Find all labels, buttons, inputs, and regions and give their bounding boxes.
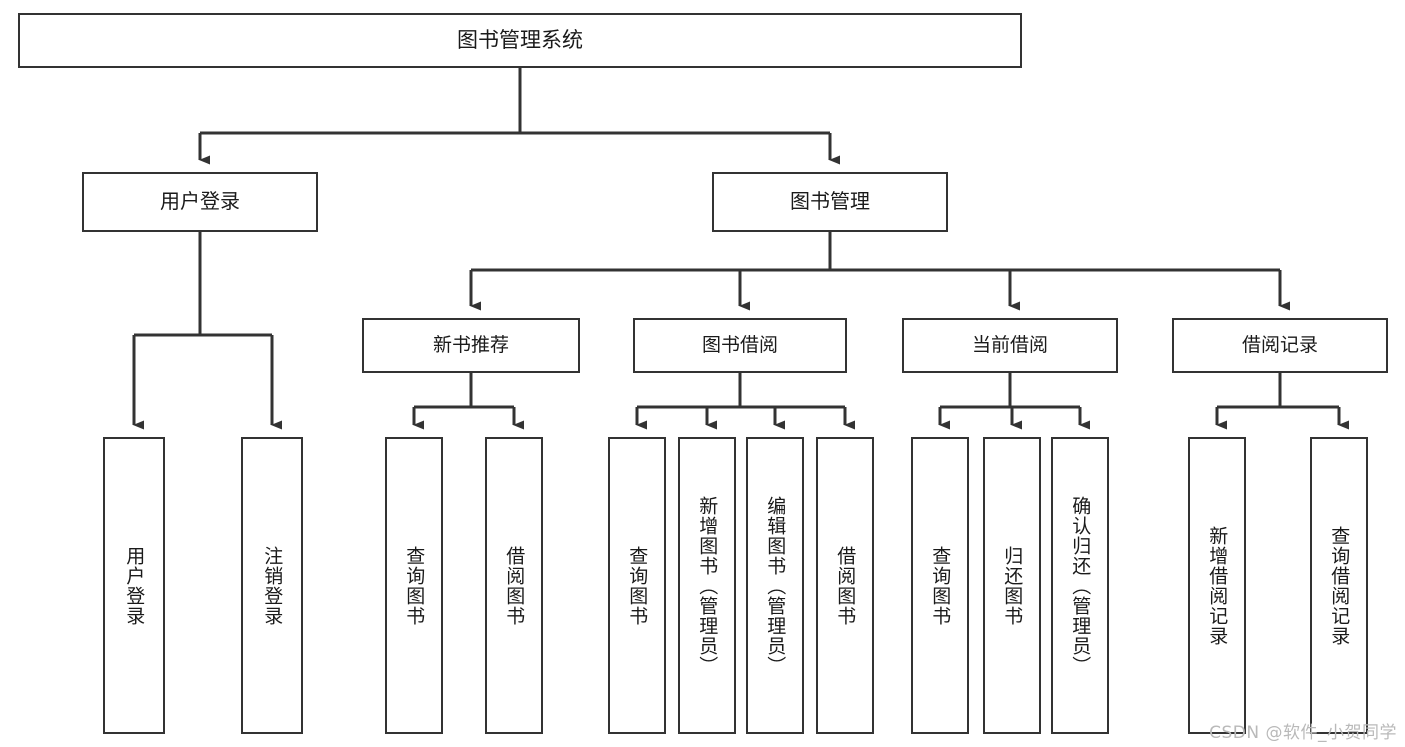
node-label: 借阅图书 — [834, 545, 857, 626]
node-level2-4[interactable]: 借阅记录 — [1172, 318, 1388, 373]
node-label: 查询图书 — [929, 545, 952, 626]
node-label: 新书推荐 — [432, 334, 509, 357]
node-leaf-8[interactable]: 借阅图书 — [816, 437, 874, 734]
node-label: 当前借阅 — [971, 334, 1048, 357]
node-leaf-11[interactable]: 确认归还（管理员） — [1051, 437, 1109, 734]
node-leaf-3[interactable]: 查询图书 — [385, 437, 443, 734]
node-leaf-5[interactable]: 查询图书 — [608, 437, 666, 734]
node-label: 借阅图书 — [503, 545, 526, 626]
node-leaf-1[interactable]: 用户登录 — [103, 437, 165, 734]
node-label: 查询图书 — [626, 545, 649, 626]
node-label: 图书管理系统 — [457, 28, 583, 53]
node-label: 归还图书 — [1001, 545, 1024, 626]
node-leaf-13[interactable]: 查询借阅记录 — [1310, 437, 1368, 734]
node-level1-1[interactable]: 用户登录 — [82, 172, 318, 232]
node-label: 用户登录 — [123, 545, 146, 626]
node-label: 用户登录 — [160, 189, 240, 214]
node-root[interactable]: 图书管理系统 — [18, 13, 1022, 68]
node-leaf-2[interactable]: 注销登录 — [241, 437, 303, 734]
node-leaf-6[interactable]: 新增图书（管理员） — [678, 437, 736, 734]
node-label: 查询借阅记录 — [1328, 525, 1351, 646]
node-leaf-10[interactable]: 归还图书 — [983, 437, 1041, 734]
node-level2-3[interactable]: 当前借阅 — [902, 318, 1118, 373]
node-label: 借阅记录 — [1241, 334, 1318, 357]
node-level2-2[interactable]: 图书借阅 — [633, 318, 847, 373]
node-leaf-7[interactable]: 编辑图书（管理员） — [746, 437, 804, 734]
node-label: 新增图书（管理员） — [696, 495, 719, 676]
node-label: 确认归还（管理员） — [1069, 495, 1092, 676]
node-label: 图书借阅 — [701, 334, 778, 357]
watermark: CSDN @软件_小贺同学 — [1209, 723, 1397, 743]
node-label: 图书管理 — [790, 189, 870, 214]
node-level1-2[interactable]: 图书管理 — [712, 172, 948, 232]
node-level2-1[interactable]: 新书推荐 — [362, 318, 580, 373]
node-leaf-12[interactable]: 新增借阅记录 — [1188, 437, 1246, 734]
node-label: 注销登录 — [261, 545, 284, 626]
node-leaf-4[interactable]: 借阅图书 — [485, 437, 543, 734]
node-label: 查询图书 — [403, 545, 426, 626]
node-label: 编辑图书（管理员） — [764, 495, 787, 676]
node-label: 新增借阅记录 — [1206, 525, 1229, 646]
node-leaf-9[interactable]: 查询图书 — [911, 437, 969, 734]
